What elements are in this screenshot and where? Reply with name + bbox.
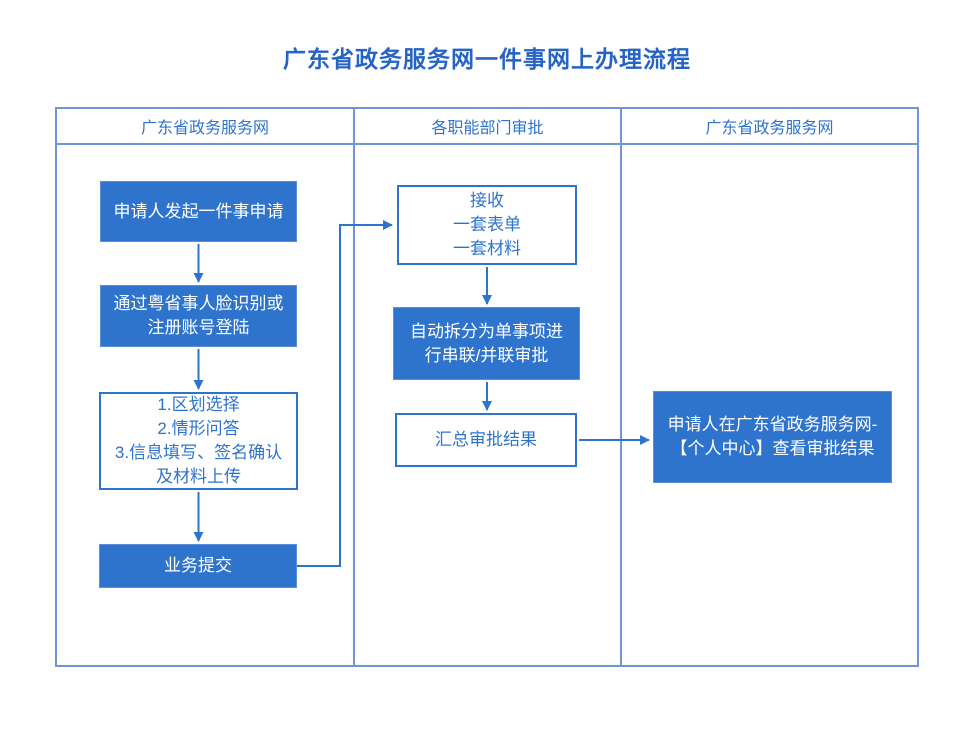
lane-header-departments: 各职能部门审批 [355, 109, 620, 145]
node-form-steps: 1.区划选择 2.情形问答 3.信息填写、签名确认 及材料上传 [99, 392, 298, 490]
node-initiate-application: 申请人发起一件事申请 [100, 181, 297, 242]
node-submit: 业务提交 [99, 544, 297, 588]
swimlane-table: 广东省政务服务网 各职能部门审批 广东省政务服务网 [55, 107, 919, 667]
node-summary-result: 汇总审批结果 [395, 413, 577, 467]
node-view-result: 申请人在广东省政务服务网- 【个人中心】查看审批结果 [653, 391, 892, 483]
lane-portal-right: 广东省政务服务网 [622, 109, 917, 665]
lane-header-portal-right: 广东省政务服务网 [622, 109, 917, 145]
node-login: 通过粤省事人脸识别或 注册账号登陆 [100, 285, 297, 347]
lane-header-portal-left: 广东省政务服务网 [57, 109, 353, 145]
node-receive: 接收 一套表单 一套材料 [397, 185, 577, 265]
lane-departments: 各职能部门审批 [355, 109, 622, 665]
node-auto-split: 自动拆分为单事项进 行串联/并联审批 [393, 307, 580, 380]
page-title: 广东省政务服务网一件事网上办理流程 [283, 46, 691, 72]
